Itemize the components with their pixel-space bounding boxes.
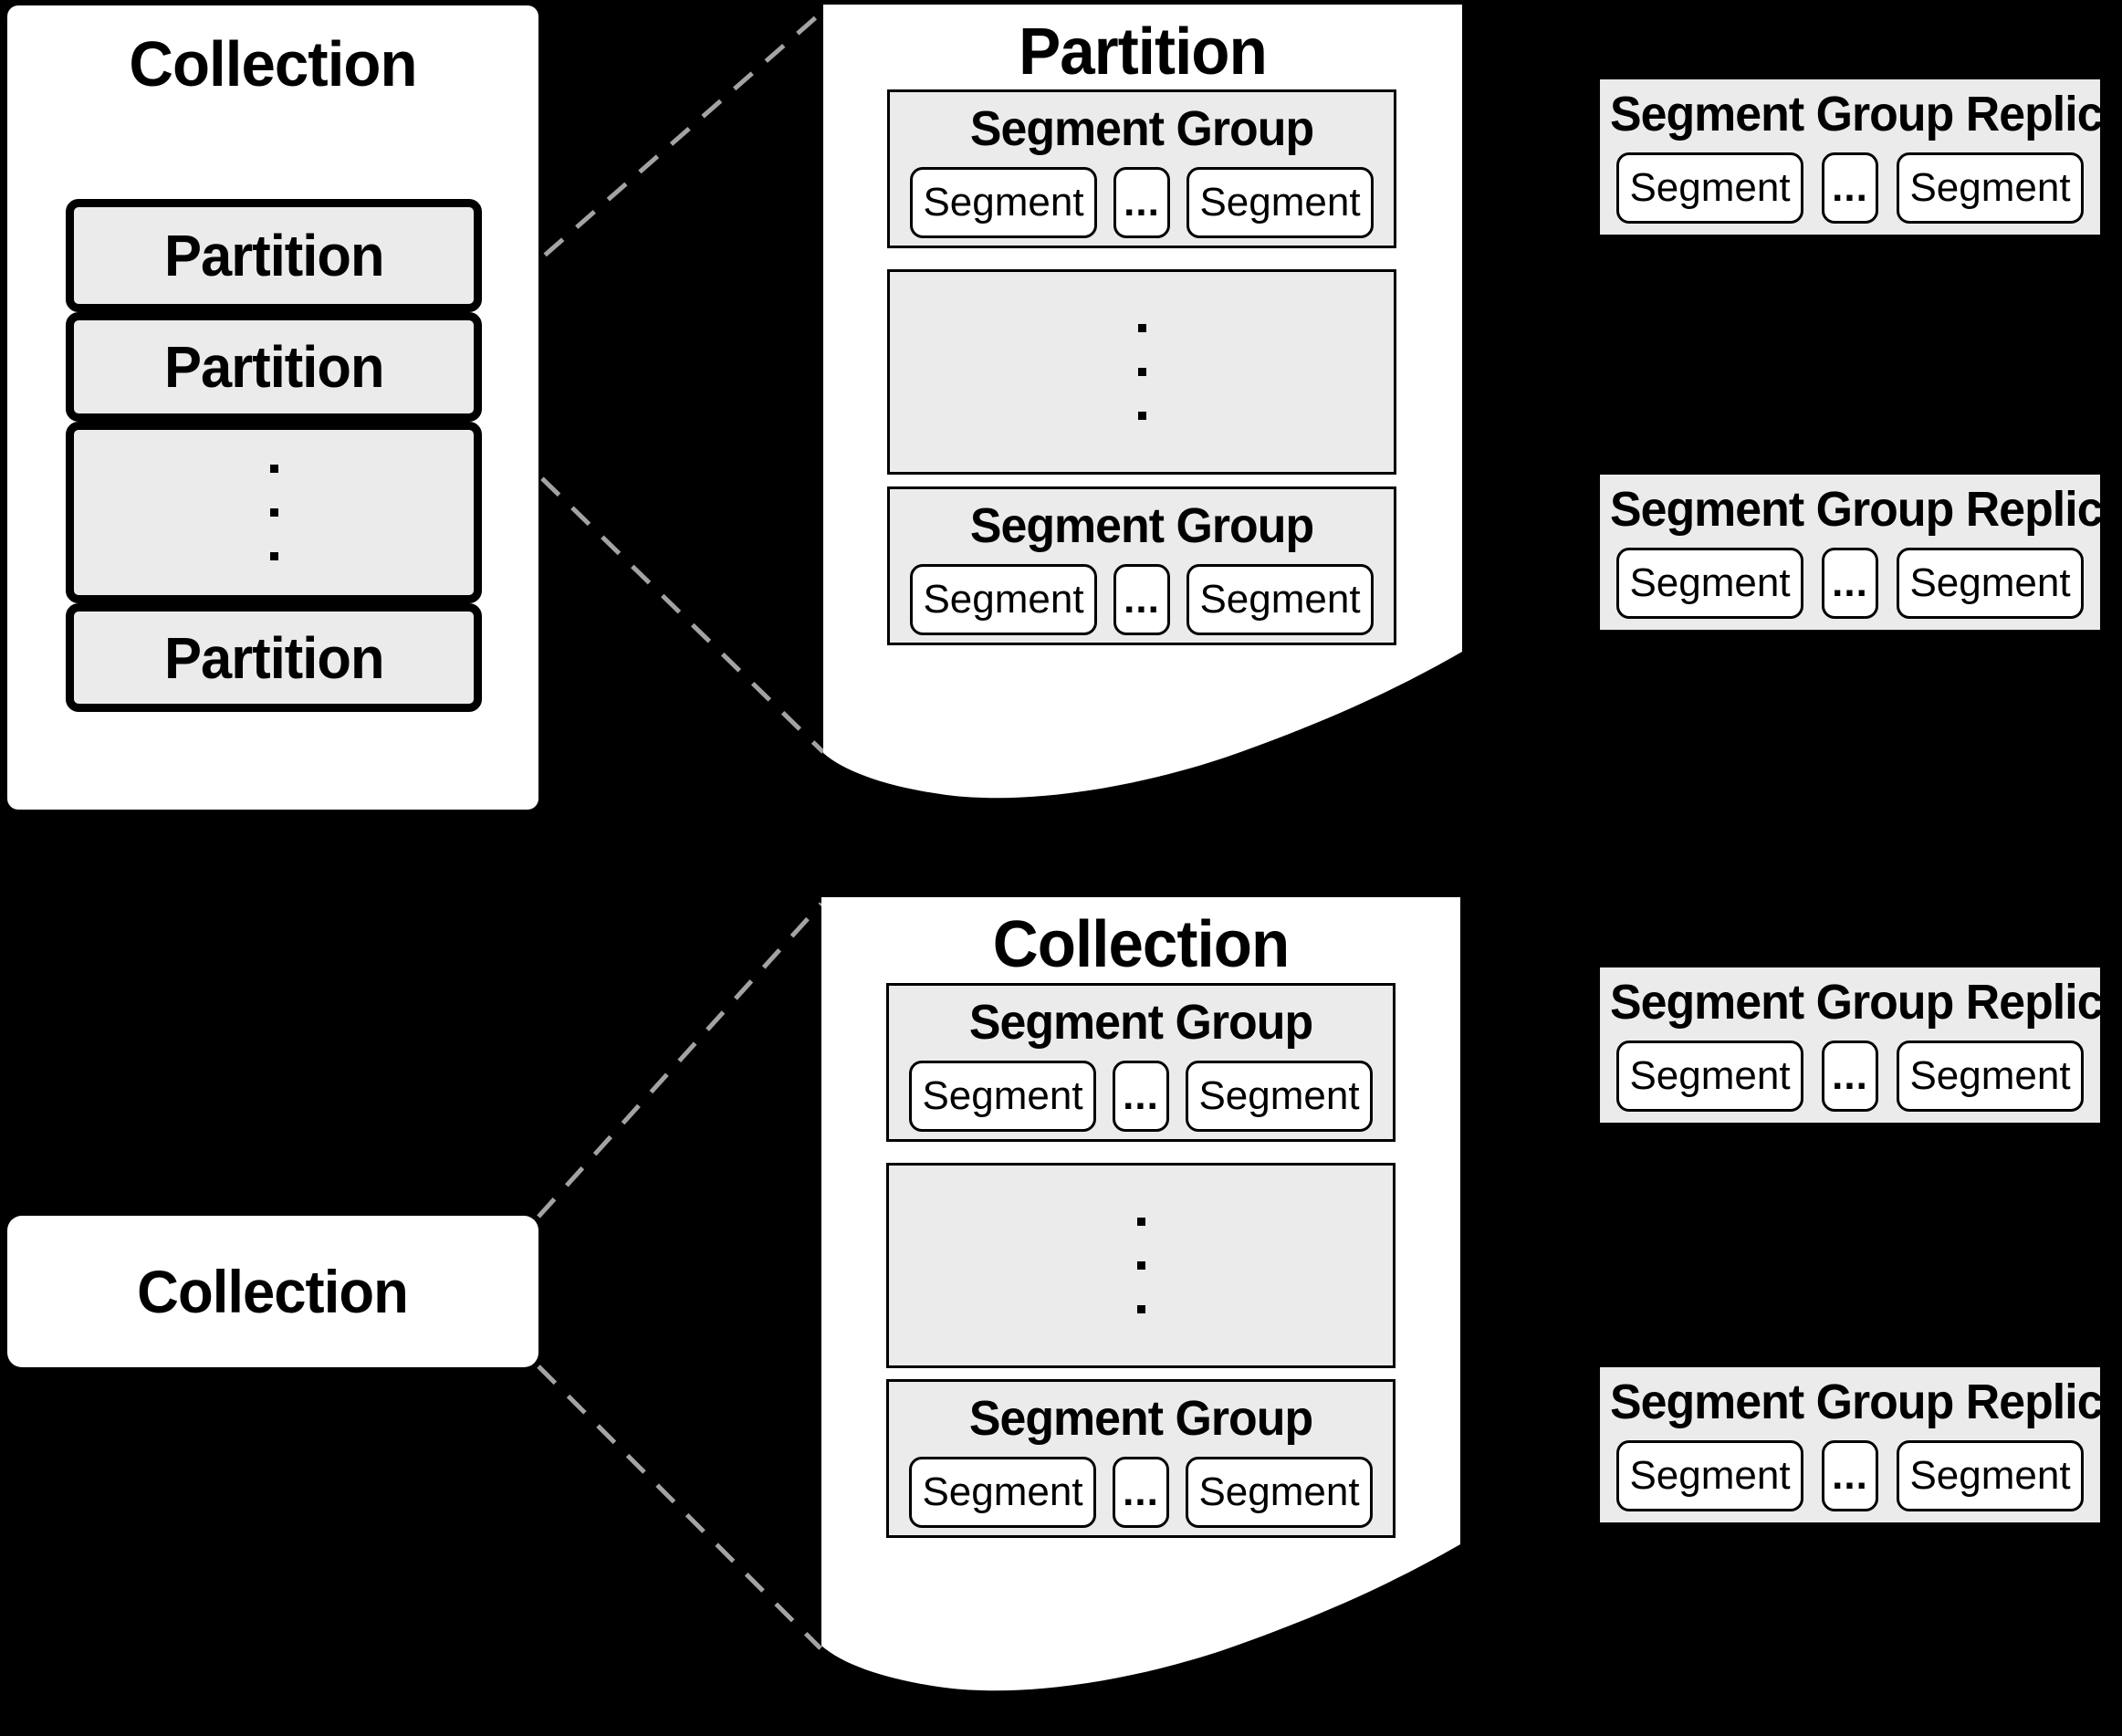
zoom-dashed-line-top-upper	[480, 9, 825, 312]
segment-group-replica-box: Segment Group Replica Segment ... Segmen…	[1600, 475, 2122, 630]
segment-label: Segment	[922, 1469, 1083, 1514]
ellipsis-box: ...	[1113, 1061, 1169, 1132]
segment-group-replica-box: Segment Group Replica Segment ... Segmen…	[1600, 79, 2122, 235]
partition-ellipsis-box	[66, 422, 482, 603]
segment-box: Segment	[909, 1457, 1096, 1528]
segment-group-title: Segment Group	[969, 498, 1314, 553]
segment-box: Segment	[910, 167, 1097, 238]
segment-group-box: Segment Group Segment ... Segment	[887, 89, 1396, 248]
segment-box: Segment	[1897, 1041, 2084, 1112]
segment-box: Segment	[1616, 1041, 1803, 1112]
segment-label: Segment	[1909, 1053, 2071, 1098]
partition-paper-title: Partition	[1019, 16, 1268, 89]
segment-label: Segment	[923, 180, 1084, 225]
segment-group-replica-box: Segment Group Replica Segment ... Segmen…	[1600, 1367, 2122, 1522]
segment-box: Segment	[1897, 548, 2084, 619]
collection-panel-title: Collection	[129, 28, 417, 99]
segment-box: Segment	[1616, 152, 1803, 224]
segment-label: Segment	[1198, 1469, 1360, 1514]
segment-label: Segment	[1199, 180, 1361, 225]
segment-label: Segment	[1199, 577, 1361, 622]
segment-label: Segment	[1909, 560, 2071, 605]
segment-box: Segment	[1186, 1457, 1373, 1528]
segment-label: Segment	[1629, 165, 1791, 210]
segment-box: Segment	[909, 1061, 1096, 1132]
ellipsis-label: ...	[1124, 577, 1160, 622]
segment-group-title: Segment Group	[968, 1391, 1313, 1446]
zoom-dashed-line-bottom-upper	[537, 902, 823, 1218]
ellipsis-label: ...	[1832, 165, 1868, 210]
segment-box: Segment	[1186, 1061, 1373, 1132]
partition-label: Partition	[163, 334, 384, 400]
segment-box: Segment	[1616, 1440, 1803, 1511]
ellipsis-label: ...	[1832, 1453, 1868, 1498]
segment-label: Segment	[1198, 1073, 1360, 1118]
segment-label: Segment	[1629, 1453, 1791, 1498]
segment-label: Segment	[923, 577, 1084, 622]
partition-label: Partition	[163, 624, 384, 691]
segment-group-ellipsis-box	[887, 269, 1396, 475]
partition-label: Partition	[163, 223, 384, 288]
partition-box: Partition	[66, 199, 482, 312]
replica-title: Segment Group Replica	[1609, 975, 2122, 1030]
vertical-ellipsis-icon	[269, 465, 278, 560]
segment-label: Segment	[1909, 165, 2071, 210]
collection-paper-title: Collection	[992, 908, 1290, 981]
vertical-ellipsis-icon	[1136, 1218, 1145, 1313]
segment-group-box: Segment Group Segment ... Segment	[887, 486, 1396, 645]
replica-title: Segment Group Replica	[1609, 1375, 2122, 1429]
ellipsis-box: ...	[1822, 1041, 1878, 1112]
segment-box: Segment	[910, 564, 1097, 635]
segment-label: Segment	[1629, 560, 1791, 605]
segment-group-ellipsis-box	[886, 1163, 1396, 1368]
ellipsis-label: ...	[1832, 560, 1868, 605]
collection-box-title: Collection	[137, 1258, 410, 1325]
segment-label: Segment	[922, 1073, 1083, 1118]
ellipsis-label: ...	[1124, 180, 1160, 225]
segment-box: Segment	[1186, 564, 1374, 635]
vertical-ellipsis-icon	[1137, 324, 1146, 420]
ellipsis-box: ...	[1113, 1457, 1169, 1528]
segment-label: Segment	[1909, 1453, 2071, 1498]
zoom-dashed-line-bottom-lower	[537, 1365, 822, 1650]
ellipsis-box: ...	[1822, 152, 1878, 224]
ellipsis-box: ...	[1113, 167, 1170, 238]
segment-group-title: Segment Group	[968, 995, 1313, 1050]
ellipsis-box: ...	[1822, 1440, 1878, 1511]
segment-group-title: Segment Group	[969, 101, 1314, 156]
ellipsis-label: ...	[1123, 1073, 1159, 1118]
segment-group-box: Segment Group Segment ... Segment	[886, 983, 1396, 1142]
collection-panel: Collection Partition Partition Partition	[7, 5, 538, 810]
segment-group-box: Segment Group Segment ... Segment	[886, 1379, 1396, 1538]
segment-box: Segment	[1897, 152, 2084, 224]
partition-box: Partition	[66, 603, 482, 712]
ellipsis-label: ...	[1832, 1053, 1868, 1098]
ellipsis-box: ...	[1113, 564, 1170, 635]
ellipsis-label: ...	[1123, 1469, 1159, 1514]
segment-label: Segment	[1629, 1053, 1791, 1098]
segment-group-replica-box: Segment Group Replica Segment ... Segmen…	[1600, 967, 2122, 1123]
partition-box: Partition	[66, 312, 482, 422]
segment-box: Segment	[1897, 1440, 2084, 1511]
ellipsis-box: ...	[1822, 548, 1878, 619]
collection-box: Collection	[7, 1216, 538, 1367]
replica-title: Segment Group Replica	[1609, 87, 2122, 141]
segment-box: Segment	[1186, 167, 1374, 238]
zoom-dashed-line-top-lower	[480, 418, 825, 754]
replica-title: Segment Group Replica	[1609, 482, 2122, 537]
segment-box: Segment	[1616, 548, 1803, 619]
